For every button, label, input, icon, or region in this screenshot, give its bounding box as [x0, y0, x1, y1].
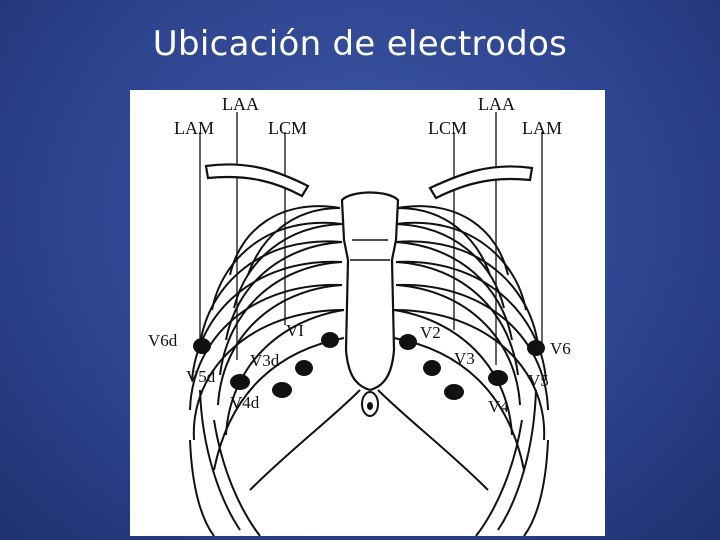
- left-lcm-label: LCM: [268, 118, 307, 138]
- v5d-marker: [230, 374, 250, 390]
- v1-marker: [321, 332, 339, 348]
- v6d-label: V6d: [148, 331, 178, 350]
- electrode-diagram-panel: LAA LAM LCM LAA LCM LAM V6d V5d V4d V3d …: [130, 90, 605, 536]
- right-laa-label: LAA: [478, 94, 515, 114]
- v2-marker: [399, 334, 417, 350]
- ribs-left: [190, 206, 344, 470]
- v3-label: V3: [454, 349, 475, 368]
- v4-label: V4: [488, 397, 509, 416]
- left-laa-label: LAA: [222, 94, 259, 114]
- v6-marker: [527, 340, 545, 356]
- left-lam-label: LAM: [174, 118, 214, 138]
- v1-label: VI: [286, 321, 304, 340]
- right-lam-label: LAM: [522, 118, 562, 138]
- right-lcm-label: LCM: [428, 118, 467, 138]
- v6d-marker: [193, 338, 211, 354]
- v4d-marker: [272, 382, 292, 398]
- thorax-electrode-diagram: LAA LAM LCM LAA LCM LAM V6d V5d V4d V3d …: [130, 90, 605, 536]
- v5-label: V5: [528, 371, 549, 390]
- ribs-right: [394, 206, 548, 470]
- v3d-label: V3d: [250, 351, 280, 370]
- v6-label: V6: [550, 339, 571, 358]
- v3d-marker: [295, 360, 313, 376]
- slide-title: Ubicación de electrodos: [0, 24, 720, 64]
- v5d-label: V5d: [186, 367, 216, 386]
- v2-label: V2: [420, 323, 441, 342]
- v4-marker: [444, 384, 464, 400]
- v5-marker: [488, 370, 508, 386]
- sternum: [342, 193, 398, 417]
- v4d-label: V4d: [230, 393, 260, 412]
- v3-marker: [423, 360, 441, 376]
